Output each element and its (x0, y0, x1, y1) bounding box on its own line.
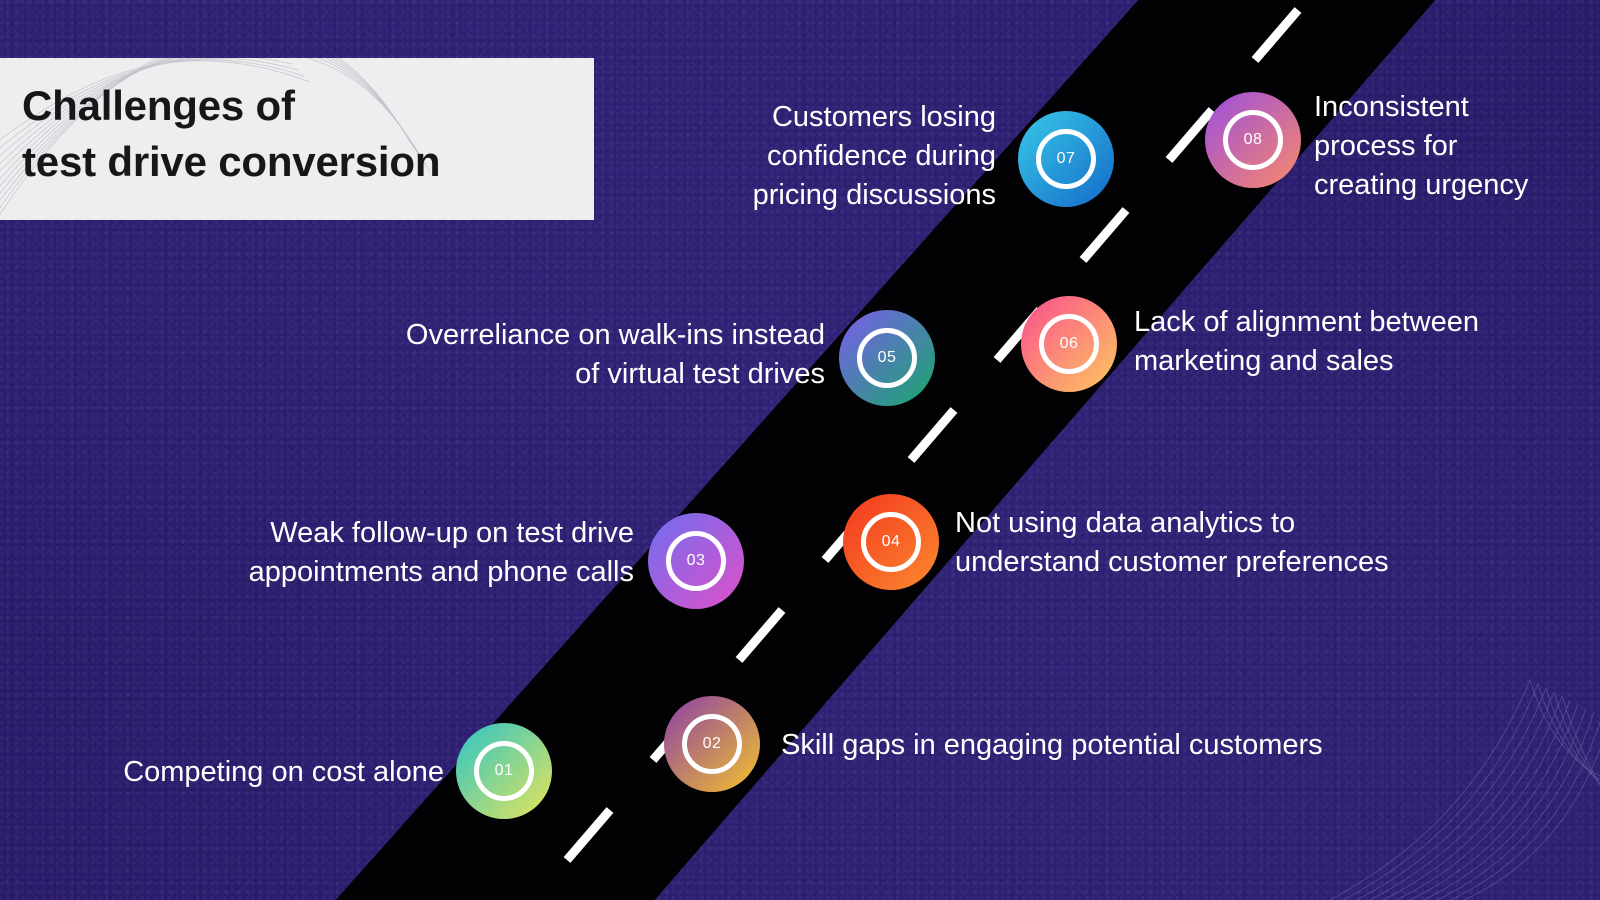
marker-number-06: 06 (1059, 335, 1079, 352)
marker-number-08: 08 (1243, 131, 1263, 148)
title-line-2: test drive conversion (22, 137, 441, 185)
label-06: Lack of alignment between marketing and … (1134, 306, 1479, 377)
decorative-wave-title (0, 58, 431, 216)
marker-04[interactable]: 04 (843, 494, 939, 590)
marker-ring-08 (1223, 110, 1283, 170)
marker-number-01: 01 (494, 762, 514, 779)
label-07: Customers losing confidence during prici… (752, 101, 996, 211)
marker-ring-02 (682, 714, 742, 774)
page-title: Challenges of test drive conversion (0, 58, 594, 190)
label-08: Inconsistent process for creating urgenc… (1314, 91, 1529, 201)
marker-ring-03 (666, 531, 726, 591)
marker-ring-04 (861, 512, 921, 572)
marker-03[interactable]: 03 (648, 513, 744, 609)
marker-07[interactable]: 07 (1018, 111, 1114, 207)
marker-08[interactable]: 08 (1205, 92, 1301, 188)
marker-ring-05 (857, 328, 917, 388)
label-05: Overreliance on walk-ins instead of virt… (405, 319, 825, 390)
marker-number-05: 05 (877, 349, 897, 366)
label-04: Not using data analytics to understand c… (955, 507, 1389, 578)
marker-06[interactable]: 06 (1021, 296, 1117, 392)
marker-05[interactable]: 05 (839, 310, 935, 406)
marker-01[interactable]: 01 (456, 723, 552, 819)
marker-ring-01 (474, 741, 534, 801)
marker-02[interactable]: 02 (664, 696, 760, 792)
marker-ring-07 (1036, 129, 1096, 189)
label-03: Weak follow-up on test drive appointment… (248, 517, 634, 588)
marker-number-07: 07 (1056, 150, 1076, 167)
title-card: Challenges of test drive conversion (0, 58, 594, 220)
marker-ring-06 (1039, 314, 1099, 374)
title-line-1: Challenges of (22, 82, 295, 129)
marker-number-02: 02 (702, 735, 722, 752)
road-surface (335, 0, 1436, 900)
marker-number-03: 03 (686, 552, 706, 569)
label-02: Skill gaps in engaging potential custome… (781, 729, 1323, 761)
label-01: Competing on cost alone (123, 756, 444, 788)
marker-number-04: 04 (881, 533, 901, 550)
